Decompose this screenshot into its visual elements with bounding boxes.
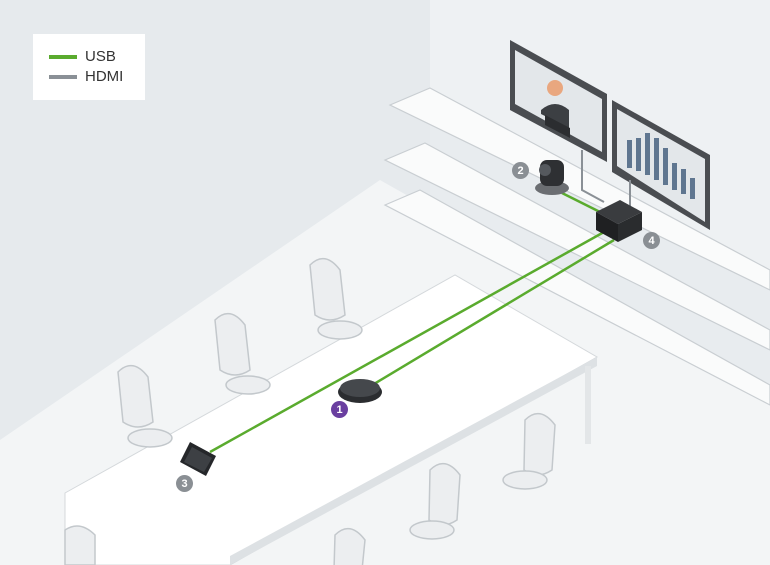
badge-speakerphone: 1 — [331, 401, 348, 418]
usb-swatch — [49, 54, 77, 59]
chairs — [64, 257, 556, 565]
camera — [535, 160, 569, 195]
usb-cables — [209, 191, 615, 454]
compute-box — [596, 200, 642, 242]
badge-touch-controller: 3 — [176, 475, 193, 492]
badge-camera: 2 — [512, 162, 529, 179]
touch-controller — [180, 442, 216, 476]
legend-label: HDMI — [85, 68, 124, 85]
monitor-video — [510, 40, 607, 162]
badge-compute-box: 4 — [643, 232, 660, 249]
legend: USB HDMI — [33, 34, 145, 100]
legend-item-usb: USB — [49, 48, 116, 65]
monitor-chart — [612, 100, 710, 230]
hdmi-swatch — [49, 74, 77, 79]
speakerphone — [338, 379, 382, 403]
legend-item-hdmi: HDMI — [49, 68, 123, 85]
hdmi-cables — [581, 150, 631, 208]
table — [64, 274, 599, 565]
legend-label: USB — [85, 48, 116, 65]
